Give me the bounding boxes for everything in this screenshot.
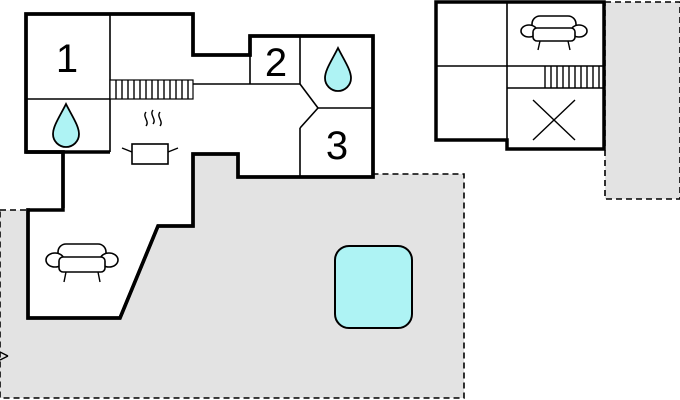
arrow-icon xyxy=(0,351,9,361)
stairs-icon xyxy=(109,79,194,100)
terrace-left xyxy=(0,153,465,399)
pool-icon xyxy=(334,245,413,329)
sofa-icon xyxy=(520,15,588,51)
water-drop-icon xyxy=(52,101,80,148)
cooking-pot-icon xyxy=(121,109,179,165)
room-label-3: 3 xyxy=(326,124,348,168)
annex-walls xyxy=(434,0,606,151)
room-label-1: 1 xyxy=(56,37,78,81)
terrace-right xyxy=(604,1,680,200)
room-label-2: 2 xyxy=(265,41,287,85)
annex-floor xyxy=(436,2,604,149)
wall-bath2-diagonal xyxy=(299,83,319,109)
stairs-icon xyxy=(544,66,600,88)
water-drop-icon xyxy=(324,45,352,92)
wall-room3-diagonal xyxy=(299,107,319,129)
sofa-icon xyxy=(45,243,119,283)
cross-mark-icon xyxy=(532,99,576,141)
